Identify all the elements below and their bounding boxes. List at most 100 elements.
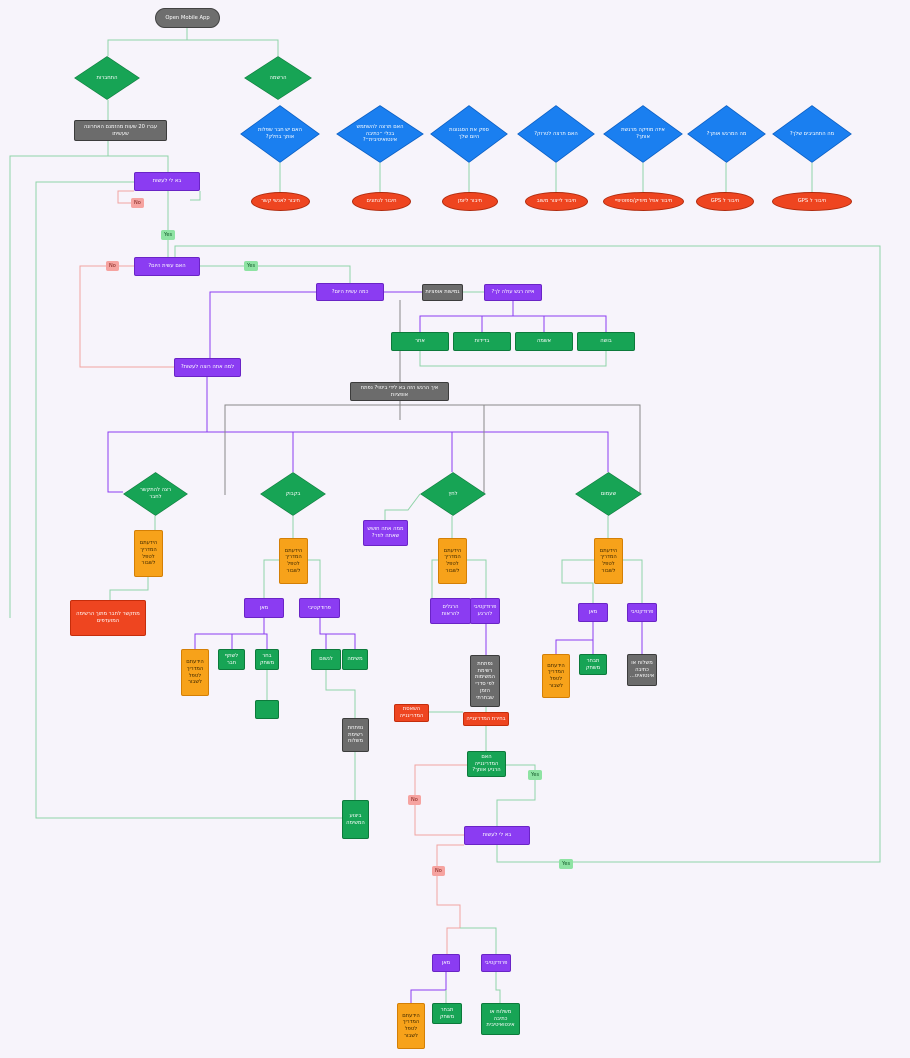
node-p-why: למה אתה רוצה לעשות? <box>174 358 241 377</box>
o-f-label: הידעתם המדריך לטפל לשבור <box>547 662 565 689</box>
d-register-label: הרשמה <box>269 74 287 81</box>
connector-50 <box>467 559 487 598</box>
q-plan-label: האם תרצה לטרוק? <box>534 130 578 137</box>
connector-44 <box>325 670 356 718</box>
p-what-label: איזה רגש עולה לך? <box>491 289 535 296</box>
node-p-prod2: פרודקטיבי להרגע <box>470 598 500 624</box>
g-games2-label: תבחר משחק <box>585 657 601 671</box>
p-did-label: האם עשית היום? <box>148 263 186 270</box>
node-g-task: משימה <box>342 649 368 670</box>
node-q-pref: מה התחביבים שלך? <box>772 105 852 163</box>
connector-49 <box>431 559 438 598</box>
connector-12 <box>117 190 134 204</box>
e2-label: חיבור לנתונים <box>366 198 397 205</box>
connector-42 <box>320 633 356 649</box>
node-e4: חיבור לייצור משוב <box>525 192 588 211</box>
g-games3-label: תבחר משחק <box>439 1006 455 1020</box>
node-q-friends: האם יש חבר שפלות אותך בחלק? <box>240 105 320 163</box>
connector-64 <box>561 559 594 603</box>
node-o-d: הידעתם המדריך לטפל לשבור <box>594 538 623 584</box>
p-time-label: הרגלים להראות <box>441 604 460 617</box>
start-label: Open Mobile App <box>165 14 210 21</box>
connector-27 <box>207 431 294 472</box>
p-come-label: בא לי לעשות <box>152 178 182 185</box>
g-other-label: אחר <box>415 338 425 345</box>
connector-22 <box>513 315 545 332</box>
q-style-label: ספק את הסגנונות היום שלך <box>449 127 489 140</box>
connector-59 <box>460 927 497 954</box>
d3-label: לחץ <box>448 490 458 497</box>
connector-62 <box>495 972 501 1003</box>
gr-list2-label: נפתחת רשימת משלוח <box>347 724 364 745</box>
g-guilt-label: אשמה <box>536 338 552 345</box>
node-p-prod1: פרודקטיבי <box>299 598 340 618</box>
connector-1 <box>187 39 279 56</box>
yes-badge: Yes <box>161 230 176 240</box>
p-prod1-label: פרודקטיבי <box>308 604 331 611</box>
e1-label: חיבור לאנשי קשר <box>261 198 300 205</box>
node-g-succeed: האם המדריגנייה הרגיע אותך? <box>467 751 506 777</box>
node-gr-list1: נפתחת רשימת המשימות לפי סדרי הזמן שבחרתי <box>470 655 500 707</box>
connector-28 <box>207 431 453 472</box>
g-succeed-label: האם המדריגנייה הרגיע אותך? <box>472 753 501 774</box>
gr-mid-label: איך הרגש הזה בא לידי ביטוי? נפתח אופציות <box>360 384 439 398</box>
node-p-mine2: מאן <box>578 603 608 622</box>
node-g-done: ביצוע המשימה <box>342 800 369 839</box>
p-why-label: למה אתה רוצה לעשות? <box>180 364 235 371</box>
node-q-plan: האם תרצה לטרוק? <box>517 105 595 163</box>
node-d3: לחץ <box>420 472 486 516</box>
node-p-come2: בא לי לעשות <box>464 826 530 845</box>
e4-label: חיבור לייצור משוב <box>536 198 577 205</box>
node-g-walk: לנשום <box>311 649 341 670</box>
o-b-label: הידעתם המדריך לטפל לשבור <box>284 547 303 574</box>
g-task-label: משימה <box>347 656 363 663</box>
node-p-did: האם עשית היום? <box>134 257 200 276</box>
connector-46 <box>35 181 342 819</box>
node-e6: חיבור ל GPS <box>696 192 754 211</box>
q-friends-label: האם יש חבר שפלות אותך בחלק? <box>257 127 303 140</box>
red-call-label: מתקשר לחבר מתוך הרשימה המועדפים <box>76 611 140 624</box>
o-a-label: הידעתם המדריך לטפל לשבור <box>139 540 158 567</box>
connector-38 <box>194 618 265 649</box>
g-friend-label: לשתף חבר <box>224 652 239 666</box>
node-d-login: התחברות <box>74 56 140 100</box>
g-options-label: גמישות אופציות <box>425 289 460 296</box>
connector-65 <box>623 559 643 603</box>
node-g-auto2: משלוח או כתיבה אינטואיטיבית <box>481 1003 520 1035</box>
g-shame-label: בושה <box>600 338 612 345</box>
e6-label: חיבור ל GPS <box>710 198 740 205</box>
node-e1: חיבור לאנשי קשר <box>251 192 310 211</box>
connector-0 <box>107 28 188 56</box>
connector-21 <box>481 315 513 332</box>
node-gr-auto1: משלוח או כתיבה אינטואיט... <box>627 654 657 686</box>
g-auto2-label: משלוח או כתיבה אינטואיטיבית <box>486 1008 515 1029</box>
connector-55 <box>496 764 536 826</box>
p-mine1-label: מאן <box>259 604 269 611</box>
connector-37 <box>308 559 321 598</box>
node-e2: חיבור לנתונים <box>352 192 411 211</box>
node-d1: רצה להתקשר לחבר <box>123 472 188 516</box>
connector-14 <box>190 191 201 201</box>
connector-57 <box>174 245 881 863</box>
connector-36 <box>263 559 279 598</box>
d2-label: בקבוק <box>285 490 301 497</box>
node-o-c: הידעתם המדריך לטפל לשבור <box>438 538 467 584</box>
o-g-label: הידעתם המדריך לטפל לשבור <box>402 1012 420 1039</box>
node-p-prod3: פרודקטיבי <box>627 603 657 622</box>
o-e-label: הידעתם המדריך לטפל לשבור <box>186 659 204 686</box>
node-gr-list2: נפתחת רשימת משלוח <box>342 718 369 752</box>
connector-23 <box>513 315 607 332</box>
p-love-label: ממה אתה חושש שאתה לוזר? <box>367 526 404 539</box>
d-login-label: התחברות <box>96 74 118 81</box>
node-e7: חיבור ל GPS <box>772 192 852 211</box>
node-e5: חיבור אפל מיוזיק/ספוטיפיי <box>603 192 684 211</box>
yes-badge: Yes <box>244 261 259 271</box>
connector-56 <box>414 764 467 836</box>
q-like-label: מה המרגש אותך? <box>706 130 747 137</box>
node-o-f: הידעתם המדריך לטפל לשבור <box>542 654 570 698</box>
node-o-b: הידעתם המדריך לטפל לשבור <box>279 538 308 584</box>
node-d4: שעמום <box>575 472 642 516</box>
connector-16 <box>79 265 174 368</box>
node-red-check: בחירת המדריגנייה <box>463 712 509 726</box>
